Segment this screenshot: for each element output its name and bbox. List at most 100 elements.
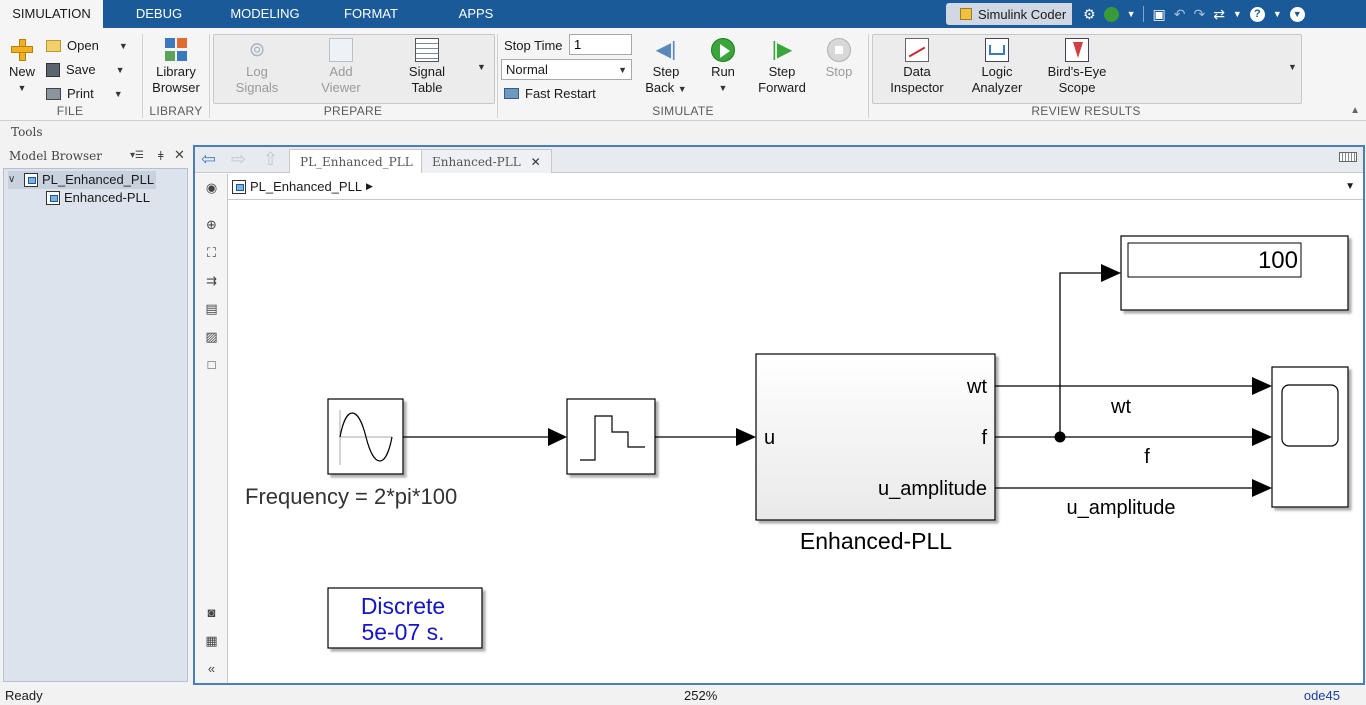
- stop-button[interactable]: Stop: [821, 38, 857, 80]
- chevron-down-icon[interactable]: ▼: [477, 62, 486, 72]
- help-icon[interactable]: ?: [1249, 6, 1265, 22]
- editor-tab-pl-enhanced-pll[interactable]: PL_Enhanced_PLL✕: [289, 149, 444, 173]
- chevron-down-icon[interactable]: ▼: [1345, 181, 1355, 192]
- tab-debug[interactable]: DEBUG: [135, 6, 183, 21]
- chevron-down-icon[interactable]: ∨: [8, 174, 16, 185]
- chevron-down-icon[interactable]: ▼: [1232, 9, 1242, 19]
- breadcrumb-item[interactable]: PL_Enhanced_PLL: [250, 179, 363, 194]
- simulation-mode-value: Normal: [506, 62, 548, 77]
- library-browser-label-1: Library: [156, 64, 196, 79]
- chevron-down-icon[interactable]: ▼: [1126, 9, 1136, 19]
- annotation-icon[interactable]: ▤: [205, 301, 218, 316]
- tab-simulation[interactable]: SIMULATION: [0, 0, 103, 28]
- run-label: Run: [711, 64, 735, 79]
- step-back-icon: ◀|: [655, 39, 677, 61]
- switch-window-icon[interactable]: ⇄: [1213, 5, 1225, 22]
- fit-to-view-icon[interactable]: ⛶: [206, 245, 217, 260]
- tab-format[interactable]: FORMAT: [344, 6, 398, 21]
- panel-menu-icon[interactable]: ▾☰: [130, 150, 144, 161]
- run-quick-icon[interactable]: [1103, 6, 1119, 22]
- image-icon[interactable]: ▨: [205, 329, 218, 344]
- chevron-right-icon[interactable]: ▶: [366, 181, 373, 191]
- save-quick-icon[interactable]: ▣: [1152, 5, 1166, 22]
- tab-apps[interactable]: APPS: [458, 6, 494, 21]
- model-canvas[interactable]: [229, 201, 1363, 683]
- tab-modeling[interactable]: MODELING: [230, 6, 300, 21]
- stop-time-label: Stop Time: [504, 38, 563, 53]
- tree-item-subsystem[interactable]: Enhanced-PLL: [46, 189, 166, 207]
- redo-icon[interactable]: ↷: [1193, 5, 1206, 22]
- quick-access-toolbar: ⚙ ▼ ▣ ↶ ↷ ⇄ ▼ ? ▼ ▼: [1083, 3, 1305, 25]
- new-button[interactable]: New ▼: [6, 38, 38, 96]
- pin-icon[interactable]: ǂ: [158, 149, 164, 163]
- open-button[interactable]: Open ▼: [46, 38, 128, 53]
- up-arrow-icon[interactable]: ⇧: [263, 149, 279, 169]
- birds-eye-scope-label-1: Bird's-Eye: [1047, 64, 1107, 79]
- chevron-down-icon[interactable]: ▼: [1272, 9, 1282, 19]
- file-group-label: FILE: [56, 104, 84, 118]
- step-back-label-1: Step: [652, 64, 680, 79]
- gear-icon[interactable]: ⚙: [1083, 5, 1096, 22]
- coder-label: Simulink Coder: [978, 6, 1067, 22]
- fast-restart-toggle[interactable]: Fast Restart: [504, 86, 596, 101]
- status-text: Ready: [5, 688, 43, 703]
- model-browser-header: Model Browser ▾☰ ǂ ✕: [0, 146, 192, 166]
- log-signals-button[interactable]: ⊚ Log Signals: [227, 38, 287, 96]
- new-label: New: [8, 64, 35, 79]
- signal-table-button[interactable]: Signal Table: [397, 38, 457, 96]
- zoom-icon[interactable]: ⊕: [206, 217, 217, 232]
- run-button[interactable]: Run ▼: [703, 38, 743, 96]
- stop-time-input[interactable]: [569, 34, 632, 55]
- prepare-group-label: PREPARE: [323, 104, 383, 118]
- hide-show-explorer-icon[interactable]: ◉: [205, 180, 218, 195]
- chevron-down-icon: ▼: [618, 64, 627, 75]
- close-icon[interactable]: ✕: [174, 148, 185, 163]
- chevron-down-icon: ▼: [113, 88, 123, 99]
- back-arrow-icon[interactable]: ⇦: [201, 149, 217, 169]
- close-icon[interactable]: ✕: [530, 155, 541, 169]
- data-inspector-button[interactable]: Data Inspector: [884, 38, 950, 96]
- add-viewer-button[interactable]: Add Viewer: [311, 38, 371, 96]
- save-button[interactable]: Save ▼: [46, 62, 125, 77]
- birds-eye-scope-button[interactable]: Bird's-Eye Scope: [1044, 38, 1110, 96]
- solver-link[interactable]: ode45: [1303, 688, 1340, 703]
- log-signals-label-2: Signals: [235, 80, 279, 95]
- divider: [497, 34, 498, 118]
- print-button[interactable]: Print ▼: [46, 86, 123, 101]
- tree-item-root[interactable]: ∨ PL_Enhanced_PLL: [8, 171, 156, 189]
- logic-analyzer-label-2: Analyzer: [971, 80, 1023, 95]
- collapse-ribbon-icon[interactable]: ▲: [1350, 105, 1360, 116]
- area-icon[interactable]: □: [207, 357, 216, 372]
- step-forward-button[interactable]: |▶ Step Forward: [754, 38, 810, 96]
- simulink-coder-badge[interactable]: Simulink Coder: [946, 3, 1073, 25]
- data-inspector-label-1: Data: [903, 64, 931, 79]
- plus-icon: [10, 38, 34, 62]
- logic-analyzer-button[interactable]: Logic Analyzer: [964, 38, 1030, 96]
- tree-item-label: PL_Enhanced_PLL: [42, 172, 155, 187]
- floppy-icon: [46, 62, 60, 77]
- divider: [868, 34, 869, 118]
- simulation-mode-select[interactable]: Normal ▼: [501, 59, 632, 80]
- divider: [1143, 6, 1145, 22]
- collapse-left-icon[interactable]: «: [207, 661, 216, 676]
- chevron-down-icon: ▼: [17, 83, 27, 93]
- divider: [209, 34, 210, 118]
- library-browser-button[interactable]: Library Browser: [148, 38, 204, 96]
- keyboard-icon[interactable]: [1339, 152, 1357, 162]
- chevron-down-icon[interactable]: ▼: [1288, 62, 1297, 72]
- signal-table-label-2: Table: [411, 80, 443, 95]
- review-results-group: Data Inspector Logic Analyzer Bird's-Eye…: [870, 32, 1302, 120]
- minimize-toolstrip-icon[interactable]: ▼: [1289, 6, 1305, 22]
- data-inspector-label-2: Inspector: [890, 80, 944, 95]
- birds-eye-scope-label-2: Scope: [1058, 80, 1096, 95]
- simulate-group: Stop Time Normal ▼ Fast Restart ◀| Step …: [499, 32, 867, 120]
- forward-arrow-icon[interactable]: ⇨: [231, 149, 247, 169]
- stop-icon: [827, 38, 851, 62]
- arrow-icon[interactable]: ⇉: [206, 273, 217, 288]
- step-back-button[interactable]: ◀| Step Back ▼: [643, 38, 689, 97]
- editor-tab-enhanced-pll[interactable]: Enhanced-PLL✕: [421, 149, 552, 173]
- model-icon: [232, 179, 246, 194]
- camera-icon[interactable]: ◙: [207, 605, 216, 620]
- property-inspector-icon[interactable]: ▦: [205, 633, 218, 648]
- undo-icon[interactable]: ↶: [1173, 5, 1186, 22]
